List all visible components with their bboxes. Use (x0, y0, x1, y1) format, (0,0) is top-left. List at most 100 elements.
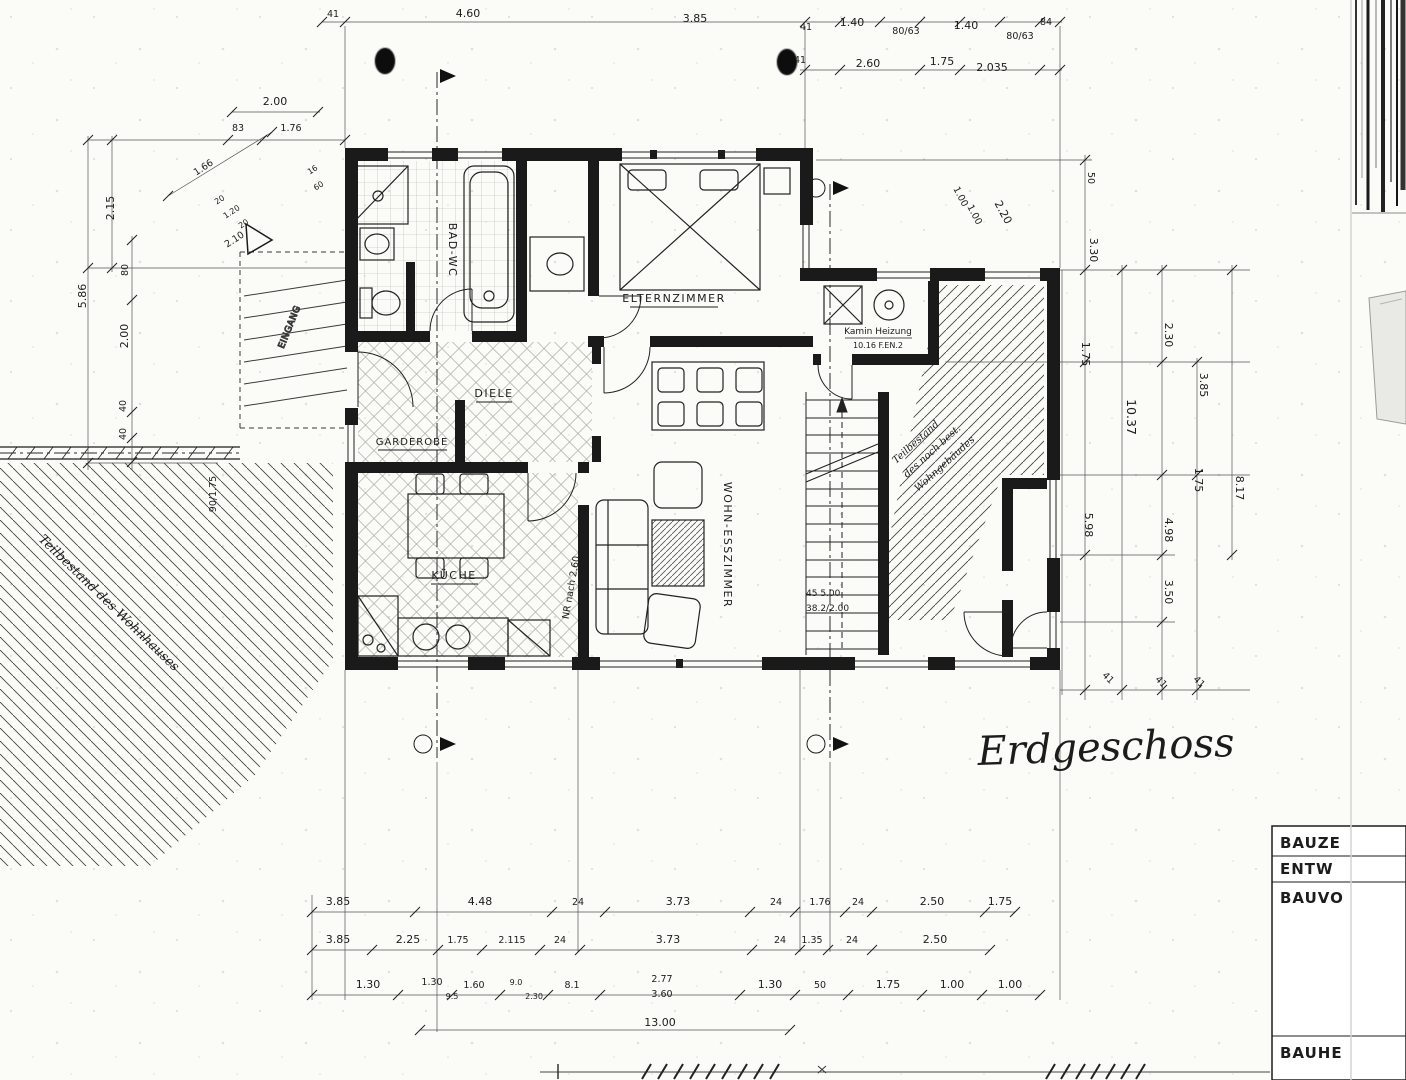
hatch-existing-right: Teilbestand des noch best. Wohngebäudes (889, 285, 1044, 620)
sofa-group (595, 461, 705, 649)
room-label-bad-wc: BAD-WC (446, 223, 459, 278)
dim-label: 4.60 (456, 7, 481, 20)
dim-label: 3.85 (683, 12, 708, 25)
dim-label: 80/63 (1006, 31, 1033, 42)
dim-label: 1.75 (447, 935, 468, 946)
titleblock-row: ENTW (1280, 860, 1334, 878)
existing-wall-strip (0, 446, 240, 460)
section-marker-arrow (440, 69, 456, 83)
room-label-wohn-esszimmer: WOHN-ESSZIMMER (721, 482, 734, 608)
dim-label: 24 (774, 935, 786, 946)
dim-label: 3.73 (656, 933, 681, 946)
floor-tiles (358, 161, 592, 657)
furniture (351, 163, 905, 657)
dim-label: 1.00 (940, 978, 965, 991)
dim-label: 3.85 (326, 895, 351, 908)
dim-label: 3.73 (666, 895, 691, 908)
floor-title-script: Erdgeschoss (976, 720, 1235, 775)
stairs-note: 38.2/2.00 (806, 604, 849, 614)
kitchen-table-chairs (407, 473, 505, 579)
dim-label: 50 (1085, 172, 1096, 184)
dim-label: 2.00 (118, 324, 131, 349)
hatch-existing-left: Teilbestand des Wohnhauses (0, 463, 333, 866)
section-marker-arrow (440, 737, 456, 751)
room-label-kamin: Kamin Heizung (844, 327, 912, 337)
dim-label: 3.85 (326, 933, 351, 946)
dims-bottom: 3.85 4.48 24 3.73 24 1.76 24 2.50 1.75 3… (326, 895, 1023, 1029)
title-block: BAUZE ENTW BAUVO BAUHE (1271, 825, 1406, 1080)
dim-label: 8.17 (1233, 476, 1246, 501)
dim-label: 80 (120, 264, 131, 276)
section-marker-arrow (833, 737, 849, 751)
dim-label: 1.60 (463, 980, 484, 991)
dim-label: 5.86 (76, 284, 89, 309)
punch-holes (374, 47, 798, 76)
dim-label: 41 (800, 22, 812, 33)
double-bed (619, 163, 791, 291)
dim-label: 3.30 (1087, 238, 1100, 263)
dim-label: 1.30 (758, 978, 783, 991)
dim-label: 10.37 (1124, 399, 1139, 435)
dim-label: 3.50 (1162, 580, 1175, 605)
dim-label: 2.50 (920, 895, 945, 908)
dim-label: 1.76 (809, 897, 830, 908)
room-label-kamin-sub: 10.16 F.EN.2 (853, 341, 903, 350)
dim-label: 1.75 (930, 55, 955, 68)
room-label-kueche: KÜCHE (431, 569, 476, 582)
titleblock-row: BAUZE (1280, 834, 1341, 852)
dim-label: 41 (327, 9, 339, 20)
dim-label: 40 (118, 400, 129, 412)
dim-label: 2.77 (651, 974, 672, 985)
section-marker-circle (806, 734, 826, 754)
desk-and-chair (529, 236, 585, 292)
dim-label: 41 (794, 55, 806, 66)
dim-label: 2.50 (923, 933, 948, 946)
dims-top: 41 4.60 3.85 41 1.40 80/63 1.40 80/63 84… (327, 7, 1052, 74)
dim-label: 2.00 (263, 95, 288, 108)
dim-label: 24 (852, 897, 864, 908)
folded-corner-artifact (1368, 290, 1406, 425)
dim-label: 50 (814, 980, 826, 991)
dim-label: 1.75 (988, 895, 1013, 908)
dim-label: 3.60 (651, 989, 672, 1000)
punch-hole (776, 48, 798, 76)
dim-label: 1.76 (280, 123, 301, 134)
dining-table-chairs (651, 361, 765, 431)
dim-label: 1.75 (876, 978, 901, 991)
punch-hole (374, 47, 396, 75)
dim-label: 2.30 (525, 992, 543, 1001)
dim-label: 84 (1040, 17, 1052, 28)
dim-label: 90/1.75 (208, 476, 219, 512)
titleblock-row: BAUVO (1280, 889, 1344, 907)
dim-label: 1.00 (998, 978, 1023, 991)
room-label-elternzimmer: ELTERNZIMMER (622, 292, 725, 305)
section-marker-arrow (833, 181, 849, 195)
bathtub (463, 165, 515, 323)
dim-label: 80/63 (892, 26, 919, 37)
dim-label: 8.1 (564, 980, 579, 991)
scan-artifacts (540, 0, 1406, 1080)
door-swings (357, 288, 1048, 657)
stairs-up-arrow (836, 396, 848, 413)
dim-label: 1.40 (840, 16, 865, 29)
dim-label: 24 (572, 897, 584, 908)
dim-label: 4.98 (1162, 518, 1175, 543)
toilet (359, 287, 401, 319)
dim-label: 1.75 (1192, 468, 1205, 493)
dim-label: 40 (118, 428, 129, 440)
windows (347, 151, 1057, 668)
dim-label: 2.25 (396, 933, 421, 946)
fireplace-heating-unit (823, 285, 905, 325)
dim-label: 1.40 (954, 19, 979, 32)
bath-sink (359, 227, 395, 261)
dim-label: 9.5 (446, 992, 459, 1001)
stairs-note: 45 5.00 (806, 589, 841, 599)
dim-label: 24 (846, 935, 858, 946)
dim-label: 1.30 (356, 978, 381, 991)
dim-label: 2.30 (1162, 323, 1175, 348)
coffee-table (651, 519, 705, 587)
room-label-diele: DIELE (474, 387, 513, 400)
titleblock-row: BAUHE (1280, 1044, 1343, 1062)
dim-label: 2.60 (856, 57, 881, 70)
